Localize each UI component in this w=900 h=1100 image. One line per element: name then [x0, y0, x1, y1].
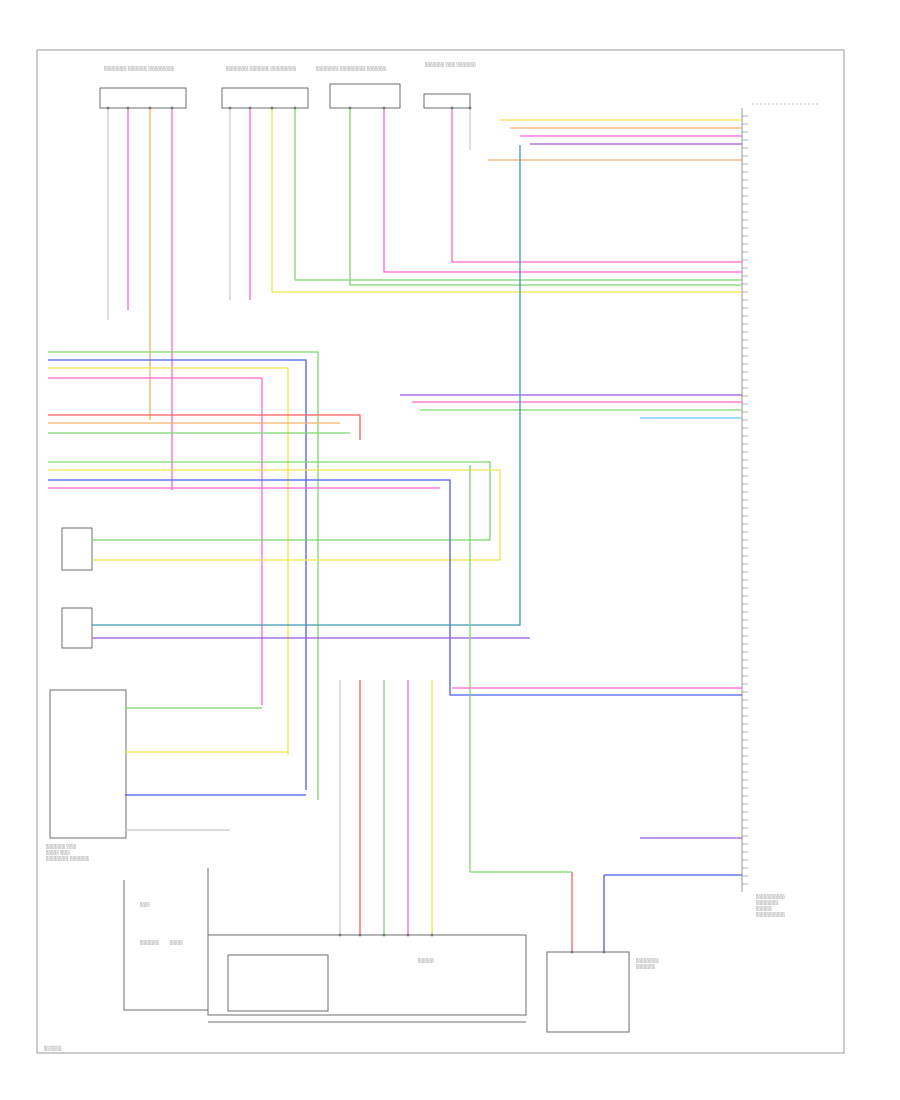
connector-pin [602, 950, 606, 954]
w-l-9 [48, 469, 501, 561]
connector-pin [338, 933, 342, 937]
connector-pin [450, 106, 454, 110]
connector-pin [148, 106, 152, 110]
connector-pin [126, 106, 130, 110]
left-module-label-3: ░░░░░░░ ░░░░░░ [46, 855, 89, 861]
w-tc3-a [349, 108, 742, 286]
w-br-5 [469, 465, 572, 873]
right-module: ░░░░░░░░░ ░░░░░░░ ░░░░░ ░░░░░░░░░ [741, 103, 820, 917]
connector-pin [228, 106, 232, 110]
top-connector-2: ░░░░░░░ ░░░░░░ ░░░░░░░░ [221, 65, 309, 109]
w-tc4-a [451, 108, 742, 263]
top-connector-3: ░░░░░░░ ░░░░░░░░ ░░░░░░ [316, 65, 401, 109]
bottom-center-switch-block: ░░░░░ [207, 934, 527, 1023]
w-l-2 [48, 359, 307, 790]
w-tc2-d [294, 108, 742, 281]
w-l-4 [48, 377, 263, 705]
w-tc3-b [383, 108, 742, 273]
w-l-5 [48, 414, 361, 440]
connector-pin [170, 106, 174, 110]
left-module-label-1: ░░░░░░ ░░░ [46, 843, 76, 849]
left-switch-1 [61, 527, 93, 571]
connector-pin [382, 106, 386, 110]
bottom-right-label-1: ░░░░░░░ [636, 957, 659, 963]
w-s-1 [92, 145, 521, 626]
w-l-3 [48, 367, 289, 755]
bottom-right-switch: ░░░░░░░ ░░░░░░ [546, 951, 659, 1033]
left-module-label-2: ░░░░ ░░░ [46, 849, 70, 855]
diagram-frame [36, 49, 845, 1054]
bottom-left-label-1: ░░░ [140, 901, 150, 907]
w-l-10 [48, 479, 742, 696]
connector-pin [106, 106, 110, 110]
bottom-left-label-3: ░░░░ [170, 939, 183, 945]
right-module-pins [742, 115, 748, 885]
connector-pins [106, 106, 606, 954]
connector-pin [270, 106, 274, 110]
top-connector-4: ░░░░░░ ░░░ ░░░░░░ [423, 61, 476, 109]
bottom-left-label-2: ░░░░░░ [140, 939, 159, 945]
wires [48, 108, 742, 952]
bottom-right-label-2: ░░░░░░ [636, 963, 655, 969]
right-module-label-2: ░░░░░░░ [756, 899, 779, 905]
top-connector-1-label: ░░░░░░░ ░░░░░░ ░░░░░░░░ [104, 65, 174, 71]
top-connector-2-label: ░░░░░░░ ░░░░░░ ░░░░░░░░ [226, 65, 296, 71]
w-l-8 [48, 461, 491, 541]
w-tc2-c [271, 108, 742, 293]
bottom-left-device: ░░░ ░░░░░░ ░░░░ [123, 868, 209, 1011]
bottom-center-label: ░░░░░ [418, 957, 434, 963]
w-l-1 [48, 351, 319, 800]
top-connector-1: ░░░░░░░ ░░░░░░ ░░░░░░░░ [99, 65, 187, 109]
connector-pin [382, 933, 386, 937]
connector-pin [406, 933, 410, 937]
top-connector-3-label: ░░░░░░░ ░░░░░░░░ ░░░░░░ [316, 65, 386, 71]
connector-pin [468, 106, 472, 110]
connector-pin [570, 950, 574, 954]
connector-pin [358, 933, 362, 937]
connector-pin [348, 106, 352, 110]
connector-pin [430, 933, 434, 937]
left-switch-2 [61, 607, 93, 649]
connector-pin [293, 106, 297, 110]
right-module-label-3: ░░░░░ [756, 905, 772, 911]
top-connector-4-label: ░░░░░░ ░░░ ░░░░░░ [425, 61, 476, 67]
right-module-label-1: ░░░░░░░░░ [756, 893, 785, 899]
right-module-label-4: ░░░░░░░░░ [756, 911, 785, 917]
page-label: ░░░░░ [44, 1045, 62, 1052]
connector-pin [248, 106, 252, 110]
left-module: ░░░░░░ ░░░ ░░░░ ░░░ ░░░░░░░ ░░░░░░ [46, 689, 127, 861]
